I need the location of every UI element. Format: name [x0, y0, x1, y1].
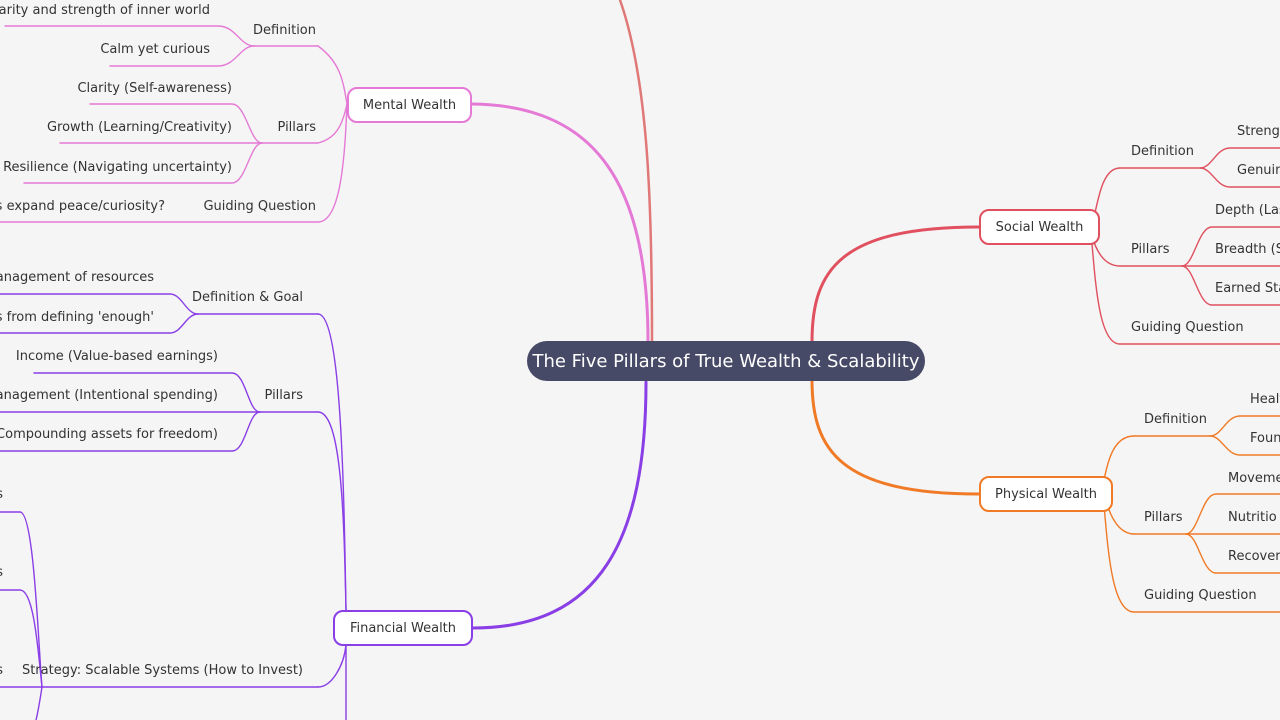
- financial-branch-connectors: [0, 293, 648, 720]
- financial-pillar-item-3[interactable]: nt (Compounding assets for freedom): [0, 427, 218, 442]
- mental-def-item-1[interactable]: Clarity and strength of inner world: [0, 3, 210, 18]
- social-pillars-label[interactable]: Pillars: [1131, 242, 1170, 257]
- financial-pillars-label[interactable]: Pillars: [264, 388, 303, 403]
- social-branch-connectors: [810, 147, 1280, 345]
- mental-pillar-item-1[interactable]: Clarity (Self-awareness): [77, 81, 232, 96]
- physical-guiding-question-label[interactable]: Guiding Question: [1144, 588, 1257, 603]
- physical-def-item-1[interactable]: Healt: [1250, 392, 1280, 407]
- mental-definition-label[interactable]: Definition: [253, 23, 316, 38]
- financial-strategy-item-2[interactable]: s: [0, 563, 3, 583]
- social-definition-label[interactable]: Definition: [1131, 144, 1194, 159]
- social-guiding-question-label[interactable]: Guiding Question: [1131, 320, 1244, 335]
- financial-strategy-item-3[interactable]: s: [0, 661, 3, 681]
- physical-branch-connectors: [810, 378, 1280, 613]
- mental-guiding-item[interactable]: bits expand peace/curiosity?: [0, 199, 165, 214]
- mental-pillar-item-2[interactable]: Growth (Learning/Creativity): [46, 120, 232, 135]
- physical-pillar-item-1[interactable]: Moveme: [1228, 471, 1280, 486]
- top-branch-connector: [618, 0, 654, 344]
- financial-def-item-2[interactable]: nes from defining 'enough': [0, 310, 154, 325]
- mental-branch-connectors: [0, 25, 650, 344]
- mental-wealth-node[interactable]: Mental Wealth: [347, 87, 472, 123]
- financial-definition-label[interactable]: Definition & Goal: [192, 290, 303, 305]
- mental-guiding-question-label[interactable]: Guiding Question: [203, 199, 316, 214]
- financial-pillar-item-2[interactable]: Management (Intentional spending): [0, 388, 218, 403]
- social-wealth-node[interactable]: Social Wealth: [979, 209, 1100, 245]
- physical-definition-label[interactable]: Definition: [1144, 412, 1207, 427]
- financial-strategy-label[interactable]: Strategy: Scalable Systems (How to Inves…: [21, 663, 303, 678]
- physical-pillars-label[interactable]: Pillars: [1144, 510, 1183, 525]
- financial-def-item-1[interactable]: management of resources: [0, 270, 154, 285]
- social-def-item-2[interactable]: Genuin: [1237, 163, 1280, 178]
- social-pillar-item-2[interactable]: Breadth (S: [1215, 242, 1280, 257]
- physical-wealth-node[interactable]: Physical Wealth: [979, 476, 1113, 512]
- physical-pillar-item-3[interactable]: Recovery: [1228, 549, 1280, 564]
- financial-pillar-item-1[interactable]: Income (Value-based earnings): [15, 349, 218, 364]
- social-pillar-item-3[interactable]: Earned Sta: [1215, 281, 1280, 296]
- mental-def-item-2[interactable]: Calm yet curious: [100, 42, 210, 57]
- social-pillar-item-1[interactable]: Depth (Las: [1215, 203, 1280, 218]
- physical-def-item-2[interactable]: Foun: [1250, 431, 1280, 446]
- social-def-item-1[interactable]: Strengt: [1237, 124, 1280, 139]
- mental-pillars-label[interactable]: Pillars: [277, 120, 316, 135]
- financial-wealth-node[interactable]: Financial Wealth: [333, 610, 473, 646]
- mental-pillar-item-3[interactable]: Resilience (Navigating uncertainty): [3, 160, 232, 175]
- root-topic[interactable]: The Five Pillars of True Wealth & Scalab…: [527, 341, 925, 381]
- physical-pillar-item-2[interactable]: Nutritio: [1228, 510, 1277, 525]
- financial-strategy-item-1[interactable]: s: [0, 485, 3, 505]
